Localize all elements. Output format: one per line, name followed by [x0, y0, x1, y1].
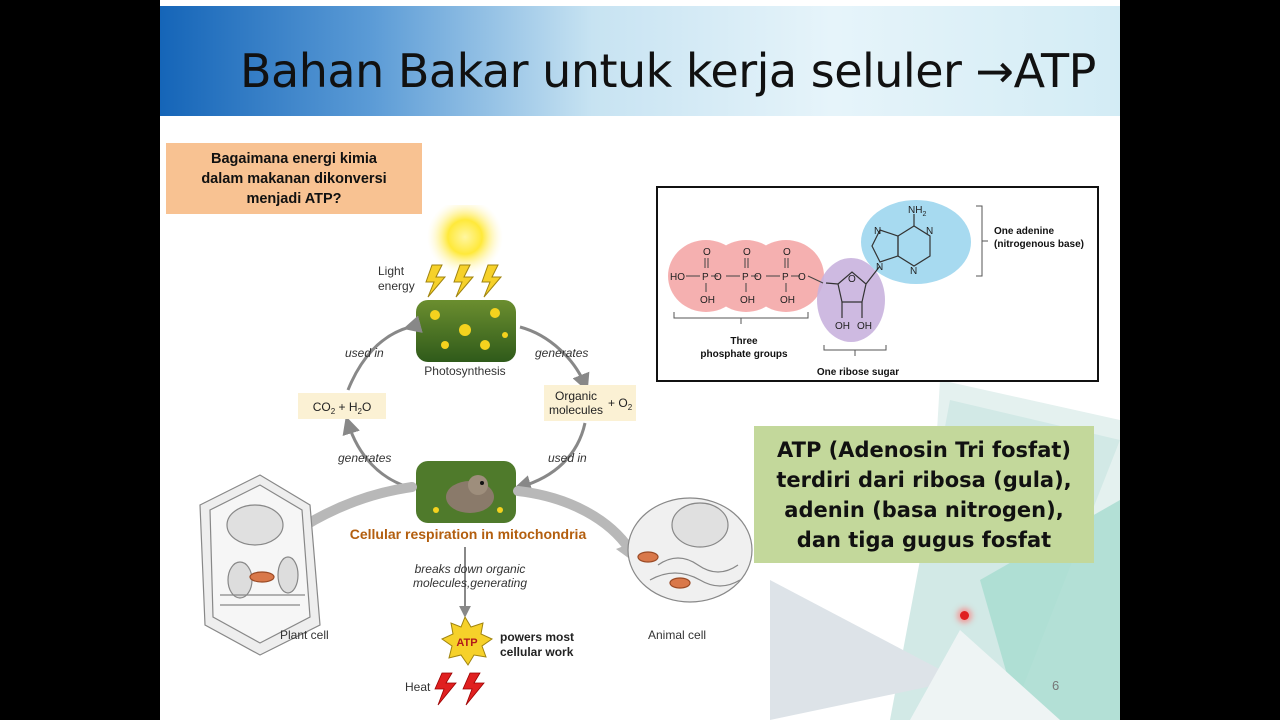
oh-2: OH — [740, 295, 755, 306]
slide: Bahan Bakar untuk kerja seluler →ATP Bag… — [160, 0, 1120, 720]
o-top-2: O — [743, 247, 751, 258]
adenine-rings — [871, 214, 931, 267]
phosphate-label-1: Three — [730, 336, 758, 347]
light-bolt-icons — [425, 264, 503, 298]
cycle-arrow-right-top — [519, 325, 590, 392]
co2-h2o-box — [298, 393, 386, 419]
question-text: Bagaimana energi kimia dalam makanan dik… — [201, 150, 387, 207]
ribose-o-atom: O — [848, 274, 856, 285]
heat-icons — [434, 672, 485, 706]
atp-burst-icon — [440, 615, 494, 666]
adenine-atoms: NH2 N N N N — [874, 205, 933, 277]
o-bridge-1: O — [714, 272, 722, 283]
n-atom-3: N — [926, 226, 933, 237]
nh2-label: NH2 — [908, 205, 926, 218]
o-bridge-2: O — [754, 272, 762, 283]
ribose-blob — [817, 258, 885, 342]
plant-cell-label: Plant cell — [280, 628, 329, 642]
ho-atom: HO — [670, 272, 685, 283]
oh-1: OH — [700, 295, 715, 306]
title-bar — [160, 6, 1120, 116]
slide-title: Bahan Bakar untuk kerja seluler →ATP — [240, 44, 1096, 98]
p-atom-1: P — [702, 272, 709, 283]
atp-structure-svg: HO P O P O P O O O O OH OH OH — [668, 200, 1084, 378]
plus-o2-label: + O2 — [608, 396, 633, 412]
generates-left-label: generates — [338, 451, 391, 465]
photosynthesis-label: Photosynthesis — [424, 364, 505, 378]
plant-cell-illustration — [199, 474, 321, 656]
adenine-label-2: (nitrogenous base) — [994, 239, 1084, 250]
ribose-label: One ribose sugar — [817, 367, 899, 378]
oh-3: OH — [780, 295, 795, 306]
ribose-oh-1: OH — [835, 321, 850, 332]
breaks-down-label-2: molecules,generating — [413, 576, 527, 590]
o-top-3: O — [783, 247, 791, 258]
atp-info-text: ATP (Adenosin Tri fosfat) terdiri dari r… — [776, 437, 1072, 552]
phosphate-bracket — [673, 312, 809, 324]
cellular-respiration-label: Cellular respiration in mitochondria — [350, 526, 587, 542]
cycle-arrow-left-top — [346, 315, 423, 391]
powers-label-1: powers most — [500, 630, 574, 644]
adenine-bracket — [976, 205, 988, 277]
organic-label-2: molecules — [549, 403, 603, 417]
powers-label-2: cellular work — [500, 645, 574, 659]
phosphate-atoms: HO P O P O P O O O O OH OH OH — [670, 247, 806, 306]
cycle-arrow-right-bottom — [513, 422, 587, 493]
heat-label: Heat — [405, 680, 431, 694]
energy-cycle-diagram: Light energy Photosynthesis used in gene… — [199, 205, 753, 706]
used-in-left-label: used in — [345, 346, 384, 360]
laser-pointer-dot — [960, 611, 969, 620]
used-in-right-label: used in — [548, 451, 587, 465]
arrow-to-animal-cell — [513, 486, 635, 555]
organic-label-1: Organic — [555, 389, 597, 403]
p-atom-2: P — [742, 272, 749, 283]
ribose-bracket — [823, 345, 887, 356]
animal-cell-label: Animal cell — [648, 628, 706, 642]
animal-cell-illustration — [627, 497, 753, 603]
breaks-down-label-1: breaks down organic — [415, 562, 526, 576]
atp-molecule-figure: HO P O P O P O O O O OH OH OH — [656, 186, 1099, 382]
ribose-ring — [825, 265, 881, 318]
light-energy-label-1: Light — [378, 264, 405, 278]
atp-info-box: ATP (Adenosin Tri fosfat) terdiri dari r… — [754, 426, 1094, 563]
ribose-oh-2: OH — [857, 321, 872, 332]
phosphate-bonds — [686, 258, 824, 292]
sun-icon — [427, 205, 503, 275]
o-top-1: O — [703, 247, 711, 258]
generates-right-label: generates — [535, 346, 588, 360]
adenine-label-1: One adenine — [994, 226, 1054, 237]
n-atom-1: N — [874, 226, 881, 237]
respiration-photo — [416, 461, 516, 523]
photosynthesis-photo — [416, 300, 516, 362]
light-energy-label-2: energy — [378, 279, 415, 293]
n-atom-4: N — [910, 266, 917, 277]
question-box: Bagaimana energi kimia dalam makanan dik… — [166, 143, 422, 214]
phosphate-groups — [668, 240, 824, 312]
atp-burst-label: ATP — [456, 637, 477, 649]
adenine-blob — [861, 200, 971, 284]
page-number: 6 — [1052, 678, 1060, 693]
p-atom-3: P — [782, 272, 789, 283]
co2-h2o-label: CO2 + H2O — [313, 400, 372, 416]
o-bridge-3: O — [798, 272, 806, 283]
phosphate-label-2: phosphate groups — [700, 349, 788, 360]
organic-molecules-box — [544, 385, 636, 421]
n-atom-2: N — [876, 262, 883, 273]
